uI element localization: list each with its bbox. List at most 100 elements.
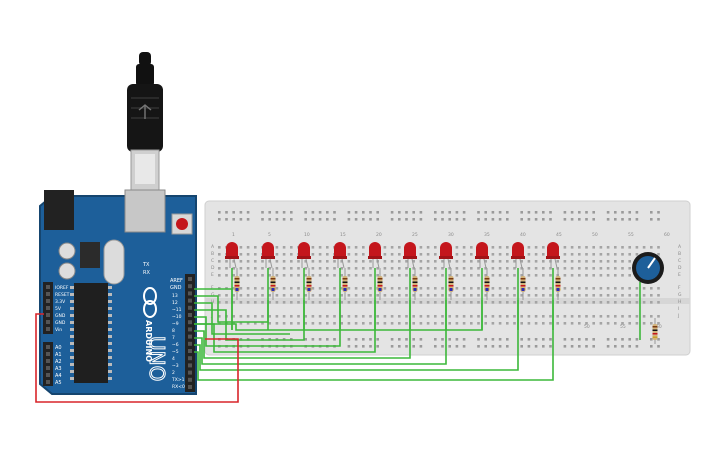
breadboard-hole: [470, 246, 473, 249]
header-hole: [188, 341, 192, 346]
breadboard-hole: [470, 260, 473, 263]
breadboard-hole: [628, 246, 631, 249]
resistor-marker: [235, 288, 239, 291]
breadboard-hole: [585, 253, 588, 256]
breadboard-hole: [513, 294, 516, 297]
rail-hole: [390, 338, 394, 341]
breadboard-hole: [592, 253, 595, 256]
breadboard-hole: [441, 322, 444, 325]
rail-hole: [498, 211, 502, 214]
breadboard-hole: [383, 253, 387, 256]
led: [261, 242, 275, 269]
breadboard-hole: [513, 301, 516, 304]
breadboard-hole: [484, 315, 487, 318]
led-leg: [341, 258, 345, 269]
breadboard-hole: [455, 301, 459, 304]
resistor-marker: [449, 288, 453, 291]
led: [403, 242, 417, 269]
breadboard-hole: [318, 315, 322, 318]
resistor-array[interactable]: [234, 268, 658, 344]
rail-hole: [376, 218, 379, 221]
breadboard-hole: [383, 315, 387, 318]
column-number: 60: [664, 232, 670, 238]
analog-header: [43, 342, 53, 386]
rail-hole: [563, 338, 567, 341]
breadboard-hole: [650, 315, 653, 318]
resistor-band: [652, 326, 658, 328]
breadboard-hole: [311, 315, 315, 318]
breadboard-hole: [383, 287, 387, 290]
aref-label: AREF: [170, 278, 183, 284]
breadboard-hole: [621, 267, 624, 270]
breadboard-hole: [268, 267, 271, 270]
breadboard-hole: [621, 246, 624, 249]
breadboard-hole: [642, 322, 646, 325]
breadboard-hole: [592, 287, 595, 290]
breadboard-hole: [563, 246, 567, 249]
breadboard-hole: [383, 267, 387, 270]
jumper-wires[interactable]: [194, 268, 641, 381]
breadboard-hole: [254, 301, 257, 304]
rail-hole: [498, 338, 502, 341]
breadboard-hole: [354, 267, 358, 270]
rail-hole: [462, 338, 466, 341]
header-hole: [46, 345, 50, 349]
resistor-band: [270, 281, 276, 283]
usb-port: [124, 189, 166, 233]
rail-hole: [506, 211, 509, 214]
chip-leg: [108, 349, 112, 352]
reset-button-cap[interactable]: [176, 218, 188, 230]
breadboard-hole: [304, 294, 307, 297]
header-hole: [46, 306, 50, 310]
resistor-band: [484, 281, 490, 283]
rail-hole: [412, 345, 415, 348]
breadboard-hole: [333, 274, 336, 277]
led-rim: [297, 256, 311, 259]
jumper-wire: [194, 300, 411, 359]
breadboard-hole: [239, 274, 243, 277]
breadboard-hole: [534, 246, 538, 249]
rail-hole: [621, 345, 624, 348]
lower-column-number: 55: [620, 324, 626, 330]
breadboard-hole: [246, 267, 250, 270]
breadboard-hole: [383, 294, 387, 297]
breadboard-hole: [354, 315, 358, 318]
breadboard-hole: [563, 315, 567, 318]
breadboard-hole: [419, 246, 423, 249]
breadboard-hole: [606, 287, 610, 290]
rail-hole: [606, 338, 610, 341]
led-array[interactable]: [225, 242, 560, 269]
rail-hole: [621, 218, 624, 221]
resistor-marker: [521, 288, 525, 291]
resistor-marker: [485, 288, 489, 291]
power-wire-5v[interactable]: [35, 313, 239, 403]
breadboard-hole: [498, 301, 502, 304]
potentiometer-knob-icon[interactable]: [632, 252, 664, 284]
breadboard-hole: [578, 274, 581, 277]
chip-leg: [108, 314, 112, 317]
rail-hole: [304, 218, 307, 221]
breadboard-hole: [635, 294, 639, 297]
digital-pin-label: TX>1: [171, 377, 185, 383]
chip-leg: [70, 321, 74, 324]
rail-hole: [455, 218, 459, 221]
led-leg: [269, 258, 273, 269]
breadboard-hole: [506, 260, 509, 263]
rail-hole: [282, 218, 286, 221]
resistor-band: [652, 336, 658, 338]
breadboard-hole: [218, 253, 221, 256]
rail-hole: [405, 218, 408, 221]
breadboard-hole: [340, 315, 343, 318]
breadboard-hole: [390, 315, 394, 318]
rail-hole: [419, 218, 423, 221]
usb-cable-icon[interactable]: [127, 52, 163, 191]
rail-hole: [635, 218, 639, 221]
breadboard-hole: [398, 322, 401, 325]
breadboard-hole: [491, 267, 495, 270]
breadboard-hole: [383, 274, 387, 277]
breadboard-hole: [434, 253, 437, 256]
rail-hole: [455, 345, 459, 348]
